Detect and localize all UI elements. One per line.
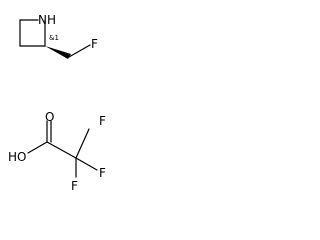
structure-drawing: NH &1 F HO O F F F <box>8 13 106 193</box>
atom-o: O <box>45 110 54 124</box>
atom-f: F <box>91 37 98 51</box>
bond-c-cf3 <box>46 141 77 159</box>
atom-f-left: F <box>71 179 78 193</box>
atom-ho: HO <box>8 150 26 164</box>
azetidine-fluoromethyl: NH &1 F <box>19 13 98 59</box>
bond-oh-c <box>27 141 48 154</box>
bond-cf3-f-top <box>75 128 90 159</box>
wedge-bond <box>45 46 71 59</box>
bond-cf3-f-right <box>75 157 98 171</box>
trifluoroacetic-acid: HO O F F F <box>8 110 106 193</box>
atom-f-top: F <box>99 114 106 128</box>
bond-ch2-f <box>68 44 91 58</box>
atom-f-right: F <box>99 166 106 180</box>
stereo-label: &1 <box>49 34 59 42</box>
atom-nh: NH <box>38 13 56 27</box>
